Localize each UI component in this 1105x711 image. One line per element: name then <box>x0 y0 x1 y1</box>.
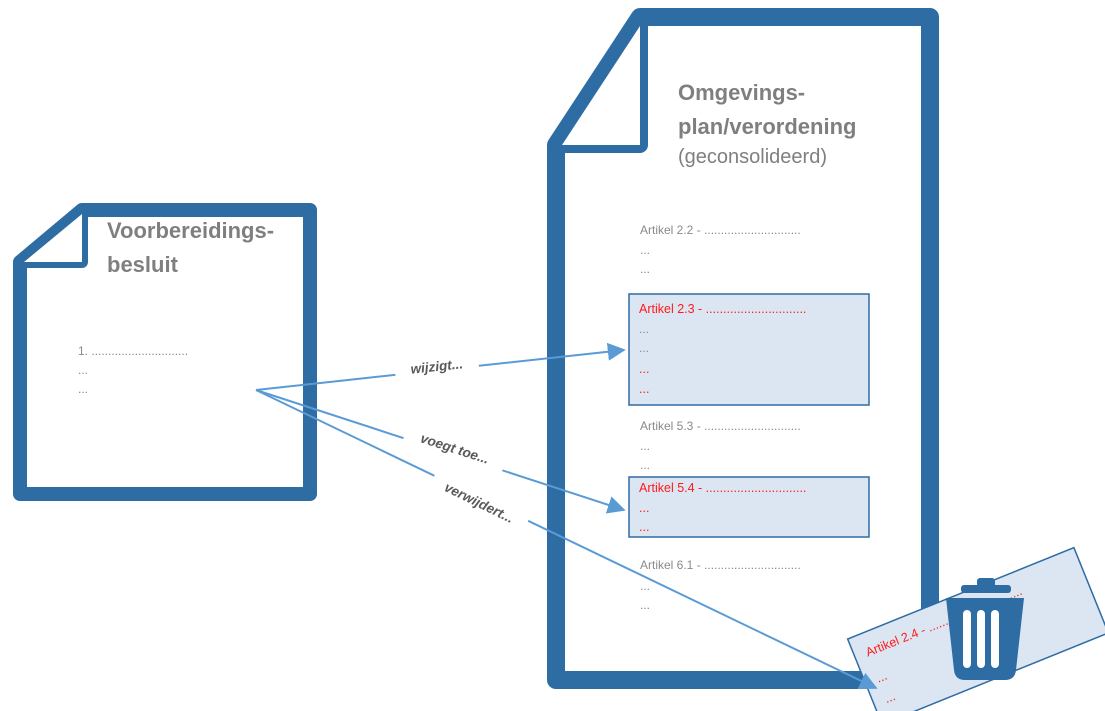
source-title-line1: Voorbereidings- <box>107 218 274 243</box>
article-5-4-line-red: ... <box>639 501 649 515</box>
article-5-4-line-red: ... <box>639 520 649 534</box>
article-2-2-line: ... <box>640 243 650 257</box>
article-2-2-heading: Artikel 2.2 - ..........................… <box>640 223 801 237</box>
label-adds: voegt toe... <box>402 421 508 475</box>
label-modifies: wijzigt... <box>393 350 480 382</box>
target-subtitle: (geconsolideerd) <box>678 146 827 168</box>
source-document[interactable]: Voorbereidings- besluit 1. .............… <box>13 203 317 501</box>
article-2-2-line: ... <box>640 262 650 276</box>
article-5-4-heading: Artikel 5.4 - ..........................… <box>639 481 806 495</box>
article-2-3-line-red: ... <box>639 362 649 376</box>
trash-icon[interactable] <box>946 578 1024 680</box>
target-document-fold-fill <box>562 26 640 145</box>
article-2-3-heading: Artikel 2.3 - ..........................… <box>639 302 806 316</box>
article-2-3-line-red: ... <box>639 382 649 396</box>
source-line: ... <box>78 382 88 396</box>
article-2-3-line: ... <box>639 322 649 336</box>
target-document[interactable]: Omgevings- plan/verordening (geconsolide… <box>547 8 939 689</box>
article-6-1-line: ... <box>640 598 650 612</box>
arrow-removes <box>255 389 878 690</box>
source-line: ... <box>78 363 88 377</box>
removed-article-line-red: ... <box>882 689 897 706</box>
source-title-line2: besluit <box>107 252 179 277</box>
label-modifies-text: wijzigt... <box>410 356 464 376</box>
article-2-3-line: ... <box>639 341 649 355</box>
source-line: 1. ............................. <box>78 344 188 358</box>
article-5-3-line: ... <box>640 439 650 453</box>
article-2-3-highlight <box>628 293 870 406</box>
label-removes: verwijdert... <box>427 469 531 535</box>
target-title-line1: Omgevings- <box>678 80 805 105</box>
article-6-1-line: ... <box>640 579 650 593</box>
article-5-3-line: ... <box>640 458 650 472</box>
article-5-4-highlight <box>628 476 870 538</box>
target-title-line2: plan/verordening <box>678 114 856 139</box>
source-document-fold-fill <box>24 214 82 262</box>
article-5-3-heading: Artikel 5.3 - ..........................… <box>640 419 801 433</box>
article-6-1-heading: Artikel 6.1 - ..........................… <box>640 558 801 572</box>
source-document-outline <box>13 203 317 501</box>
removed-article-line-red: ... <box>874 669 889 686</box>
